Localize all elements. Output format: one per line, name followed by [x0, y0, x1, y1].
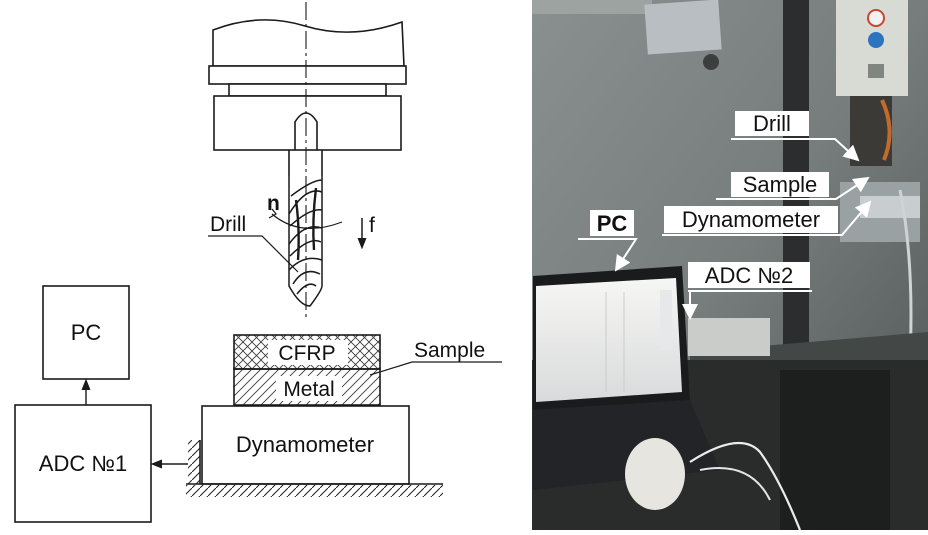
pc-box: [42, 285, 130, 380]
pc-label: PC: [71, 320, 102, 345]
adc1-box: [14, 404, 152, 523]
mouse: [625, 438, 685, 510]
wall-hatch: [188, 440, 200, 484]
panel-button: [868, 64, 884, 78]
photo-drill-label: Drill: [753, 111, 791, 136]
rotation-label: n: [267, 192, 280, 215]
sample-leader: [369, 361, 502, 376]
spindle-flange: [208, 65, 407, 85]
chuck: [213, 95, 402, 151]
feed-label: f: [369, 214, 375, 237]
adc1-label: ADC №1: [39, 451, 127, 476]
photo: Drill Sample Dynamometer PC ADC №2: [532, 0, 928, 531]
photo-callouts: Drill Sample Dynamometer PC ADC №2: [578, 111, 872, 320]
schematic: [14, 2, 502, 523]
laptop-screen: [536, 278, 682, 402]
schematic-labels: PC ADC №1 Dynamometer CFRP Metal Sample …: [39, 192, 485, 476]
rotation-arc: [271, 213, 343, 229]
no-symbol-icon: [867, 9, 885, 27]
spindle-collar: [228, 83, 387, 97]
sample-label: Sample: [414, 339, 485, 362]
wall-knob: [703, 54, 719, 70]
photo-dynamometer-label: Dynamometer: [682, 207, 820, 232]
drill-shank: [288, 150, 323, 176]
spindle-head: [212, 19, 405, 67]
drill-leader: [208, 235, 299, 273]
feed-arrowhead: [357, 237, 367, 250]
dynamometer-label: Dynamometer: [236, 432, 374, 457]
adc2-unit: [688, 318, 770, 356]
photo-adc2-label: ADC №2: [705, 263, 793, 288]
drill-flutes: [288, 176, 323, 307]
photo-pc-label: PC: [597, 211, 628, 236]
photo-sample-label: Sample: [743, 172, 818, 197]
panel-blue-icon: [868, 32, 884, 48]
cfrp-label: CFRP: [278, 342, 335, 365]
rotation-arrowhead: [268, 208, 277, 219]
dynamometer-block: [201, 405, 410, 485]
ground-hatch: [186, 485, 443, 497]
metal-label: Metal: [283, 378, 334, 401]
wall-paper: [644, 0, 722, 55]
drill-label: Drill: [210, 213, 246, 236]
